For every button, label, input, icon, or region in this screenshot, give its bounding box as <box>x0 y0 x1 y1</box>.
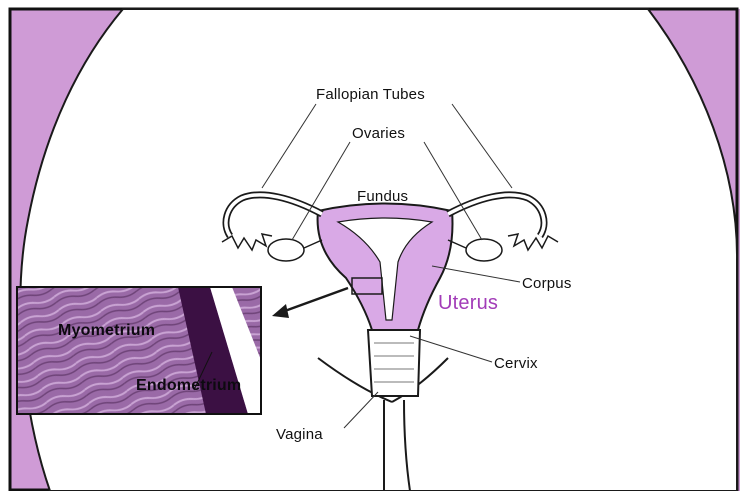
label-ovaries: Ovaries <box>352 126 405 141</box>
label-uterus: Uterus <box>438 293 498 313</box>
tissue-inset <box>17 287 261 414</box>
ovary-left <box>268 239 304 261</box>
label-corpus: Corpus <box>522 276 572 291</box>
label-fallopian-tubes: Fallopian Tubes <box>316 87 425 102</box>
label-fundus: Fundus <box>357 189 408 204</box>
label-vagina: Vagina <box>276 427 323 442</box>
cervix-shape <box>368 330 420 396</box>
label-cervix: Cervix <box>494 356 538 371</box>
label-endometrium: Endometrium <box>136 378 241 394</box>
ovary-right <box>466 239 502 261</box>
label-myometrium: Myometrium <box>58 323 155 339</box>
